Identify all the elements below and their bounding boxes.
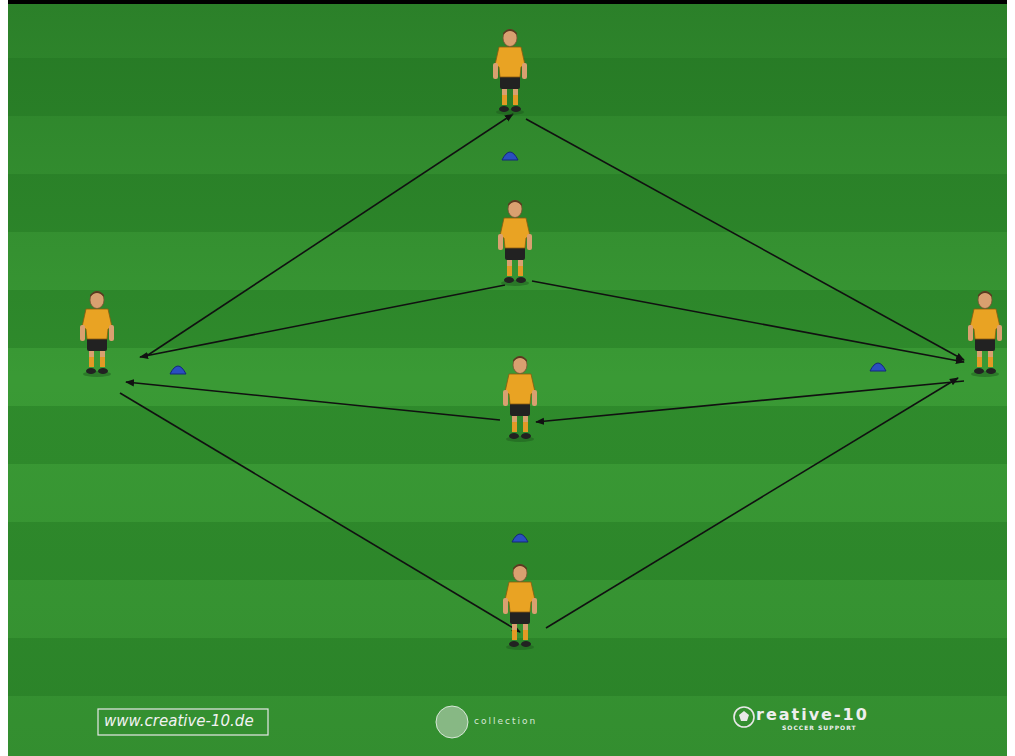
logo-text: reative-10 [756,705,869,724]
logo-subtitle: SOCCER SUPPORT [782,724,857,731]
website-url: www.creative-10.de [104,712,254,730]
logo-text: collection [474,716,537,726]
